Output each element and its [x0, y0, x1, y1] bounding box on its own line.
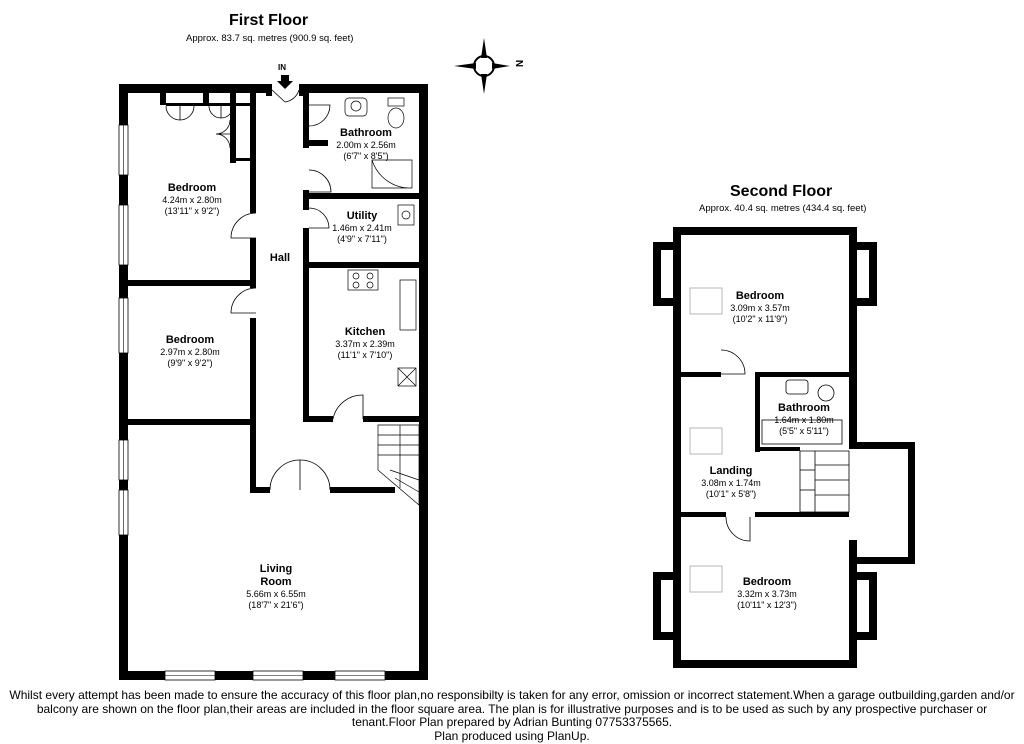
compass-label: N [513, 59, 525, 68]
disclaimer-line: balcony are shown on the floor plan,thei… [36, 701, 988, 716]
second-floor-title: Second Floor [730, 183, 833, 200]
room-bedroom-2: Bedroom 2.97m x 2.80m (9'9" x 9'2") [160, 334, 220, 368]
room-bathroom-2: Bathroom 1.64m x 1.80m (5'5" x 5'11") [774, 402, 834, 436]
room-bedroom-4: Bedroom 3.32m x 3.73m (10'11" x 12'3") [737, 576, 797, 610]
room-landing: Landing 3.08m x 1.74m (10'1" x 5'8") [701, 465, 761, 499]
room-bedroom-3: Bedroom 3.09m x 3.57m (10'2" x 11'9") [730, 290, 790, 324]
door-swings [165, 89, 364, 491]
room-kitchen: Kitchen 3.37m x 2.39m (11'1" x 7'10") [335, 326, 395, 360]
room-hall: Hall [269, 252, 291, 264]
disclaimer-line: tenant.Floor Plan prepared by Adrian Bun… [351, 715, 673, 729]
second-floor-plan [653, 227, 915, 668]
skylight [689, 287, 723, 593]
disclaimer-line: Whilst every attempt has been made to en… [9, 688, 1015, 702]
room-bathroom: Bathroom 2.00m x 2.56m (6'7" x 8'5") [336, 127, 396, 161]
fixtures [344, 97, 420, 506]
disclaimer-line: Plan produced using PlanUp. [434, 728, 590, 743]
compass-icon [454, 38, 510, 94]
entrance-arrow-icon [277, 75, 293, 89]
room-living-room: Living Room 5.66m x 6.55m (18'7" x 21'6"… [246, 563, 306, 610]
entrance-label: IN [278, 63, 286, 72]
second-floor-area: Approx. 40.4 sq. metres (434.4 sq. feet) [699, 203, 867, 214]
disclaimer: Whilst every attempt has been made to en… [0, 688, 1024, 743]
first-floor-title: First Floor [229, 12, 309, 29]
first-floor-plan [118, 75, 428, 681]
first-floor-area: Approx. 83.7 sq. metres (900.9 sq. feet) [186, 33, 354, 44]
room-bedroom-1: Bedroom 4.24m x 2.80m (13'11" x 9'2") [162, 182, 222, 216]
room-utility: Utility 1.46m x 2.41m (4'9" x 7'11") [332, 210, 392, 244]
